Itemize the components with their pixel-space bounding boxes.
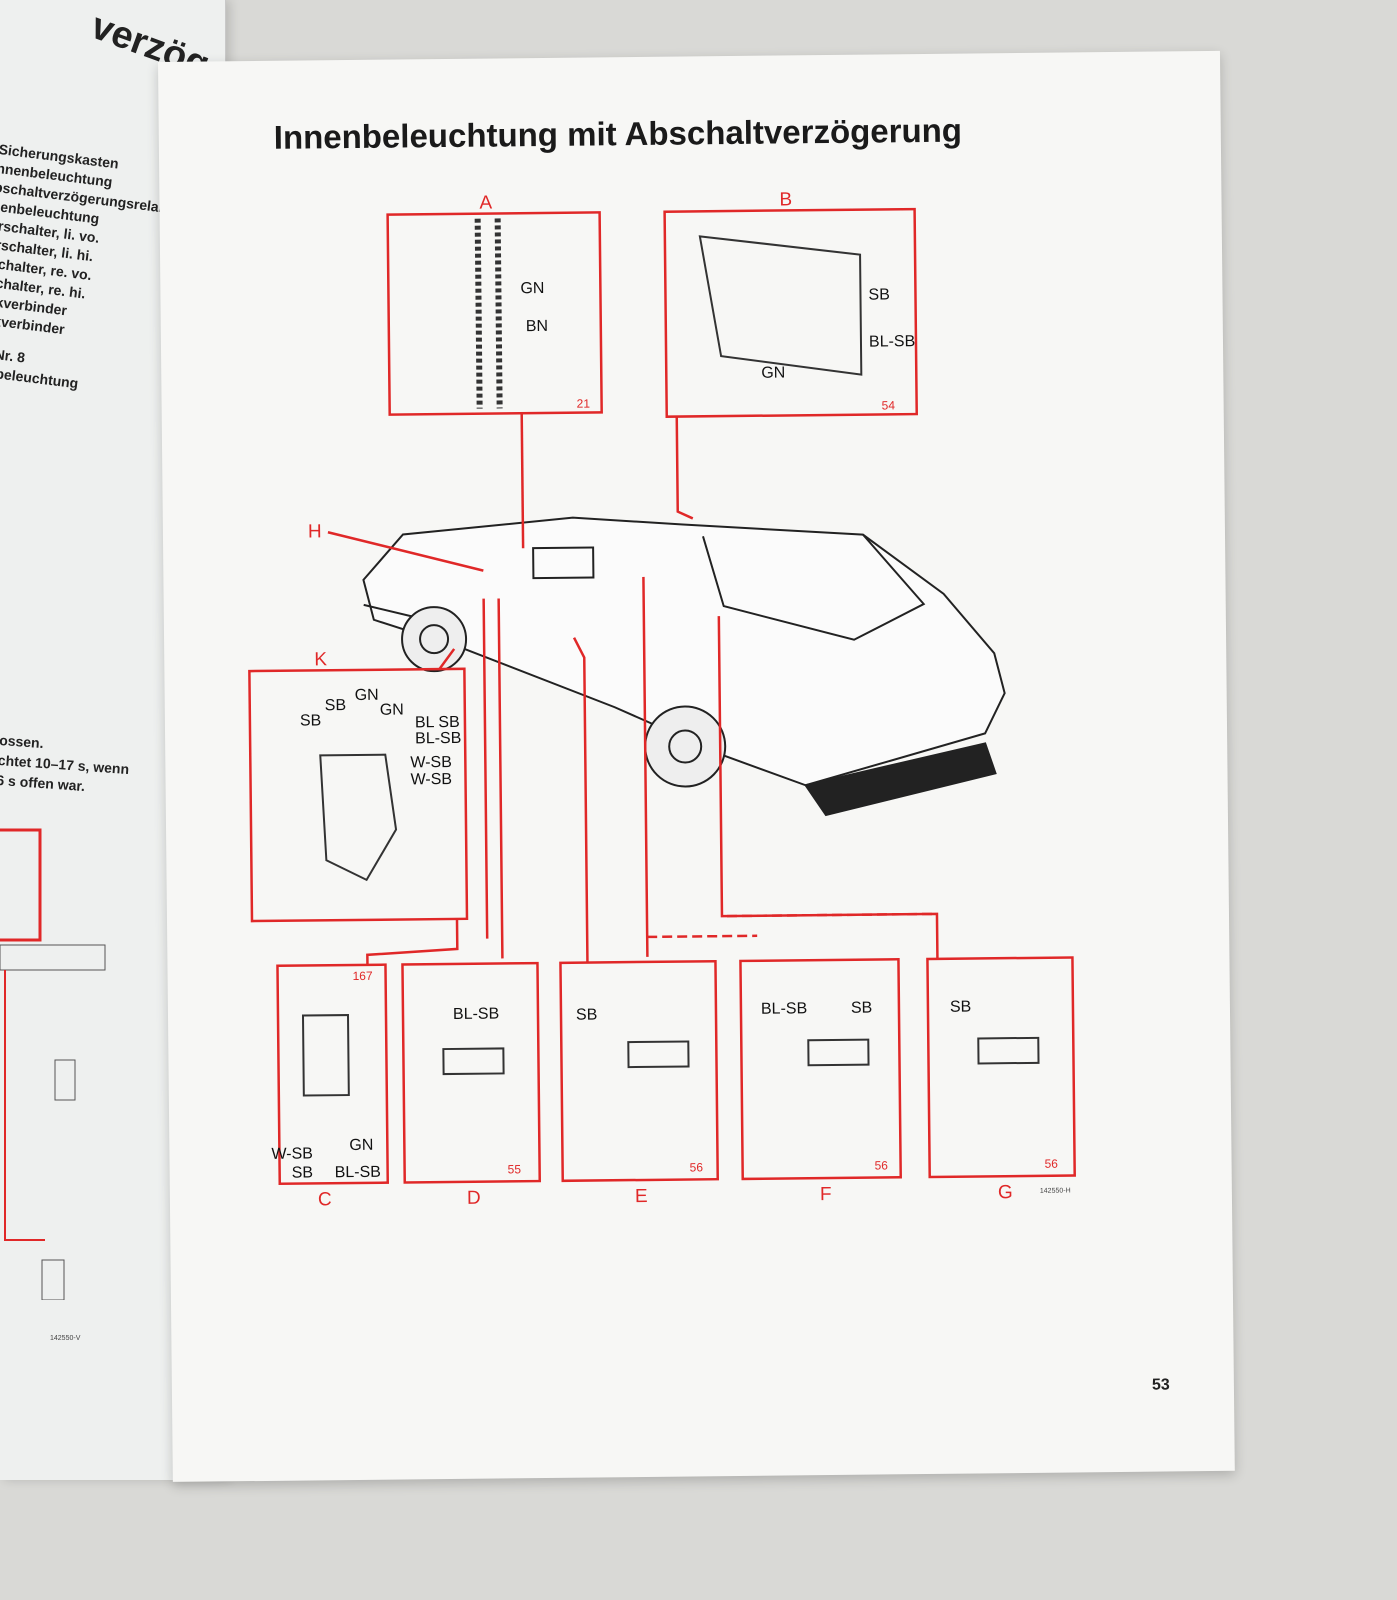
wire-label: GN xyxy=(380,701,404,718)
callout-label: D xyxy=(467,1188,481,1209)
wire-label: SB xyxy=(576,1006,598,1023)
page-ref: 167 xyxy=(353,969,373,983)
figure-code: 142550-H xyxy=(1040,1188,1071,1195)
wire-label: SB xyxy=(292,1164,314,1181)
page-ref: 55 xyxy=(508,1162,522,1176)
callout-label: A xyxy=(479,193,492,214)
left-figure-code: 142550-V xyxy=(50,1335,81,1342)
car-illustration xyxy=(362,516,1006,817)
callout-label: C xyxy=(318,1189,332,1210)
callout-b: B SB BL-SB GN 54 xyxy=(663,189,918,520)
callout-e: SB 56 E xyxy=(559,959,719,1207)
wire-label: BL-SB xyxy=(335,1164,381,1181)
callout-label: K xyxy=(314,649,327,670)
page-ref: 56 xyxy=(690,1160,704,1174)
callout-k: K SB SB GN GN BL SB BL-SB W-SB W-SB xyxy=(248,648,469,965)
page-number: 53 xyxy=(1151,1376,1170,1394)
page-ref: 56 xyxy=(1045,1157,1059,1171)
page-ref: 21 xyxy=(577,396,591,410)
page-ref: 54 xyxy=(882,398,896,412)
wire-label: GN xyxy=(355,687,379,704)
wire-label: SB xyxy=(868,286,890,303)
wire-label: BL SB xyxy=(415,714,460,731)
notes: ossen. chtet 10–17 s, wenn 6 s offen war… xyxy=(0,730,131,799)
wire-label: W-SB xyxy=(410,771,452,788)
wire-label: BL-SB xyxy=(415,730,461,747)
wire-label: SB xyxy=(300,712,322,729)
wire-label: BN xyxy=(526,318,548,335)
wire-label: SB xyxy=(325,697,347,714)
wire-label: BL-SB xyxy=(761,1000,807,1017)
callout-a: A GN BN 21 xyxy=(386,193,603,549)
callout-label: G xyxy=(998,1182,1013,1203)
wire-label: SB xyxy=(851,1000,873,1017)
callout-label: F xyxy=(820,1184,832,1205)
callout-d: BL-SB 55 D xyxy=(401,961,542,1209)
wire-label: GN xyxy=(349,1137,373,1154)
callout-label: B xyxy=(779,189,792,210)
wire-label: W-SB xyxy=(410,754,452,771)
wire-label: GN xyxy=(761,364,785,381)
callout-c: 167 W-SB SB GN BL-SB C xyxy=(271,963,390,1210)
wiring-diagram: A GN BN 21 B SB BL-SB GN 54 H K SB SB xyxy=(248,189,1076,1210)
callout-f: BL-SB SB 56 F xyxy=(739,958,902,1205)
left-diagram xyxy=(0,828,106,1300)
callout-h-label: H xyxy=(308,521,322,542)
wire-label: GN xyxy=(520,280,544,297)
page-ref: 56 xyxy=(875,1158,889,1172)
component-legend: Sicherungskasten nnenbeleuchtung bschalt… xyxy=(0,140,180,402)
wire-label: W-SB xyxy=(271,1145,313,1162)
wire-label: SB xyxy=(950,999,972,1016)
callout-g: SB 56 G 142550-H xyxy=(926,956,1076,1203)
callout-label: E xyxy=(635,1186,648,1207)
right-page: Innenbeleuchtung mit Abschaltverzögerung… xyxy=(158,50,1235,1482)
wire-label: BL-SB xyxy=(453,1005,499,1022)
wire-label: BL-SB xyxy=(869,333,915,350)
